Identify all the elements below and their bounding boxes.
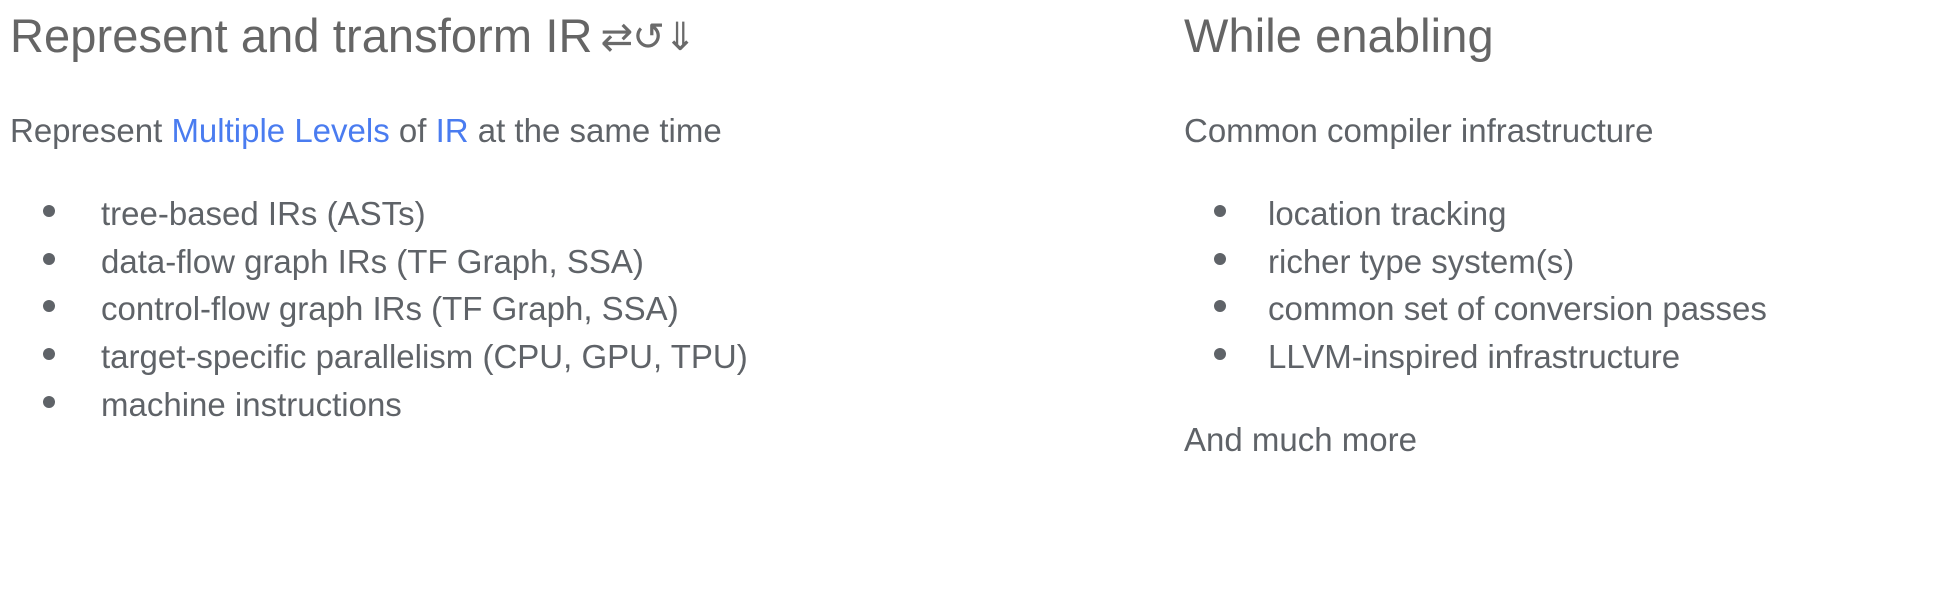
- bullet-dot-icon: [43, 348, 55, 361]
- bullet-dot-icon: [43, 300, 55, 313]
- bullet-dot-icon: [43, 396, 55, 409]
- list-item-label: data-flow graph IRs (TF Graph, SSA): [101, 242, 644, 280]
- right-column: While enabling Common compiler infrastru…: [1157, 0, 1954, 459]
- list-item-label: control-flow graph IRs (TF Graph, SSA): [101, 290, 679, 328]
- right-bullet-list: location tracking richer type system(s) …: [1184, 190, 1954, 381]
- bullet-dot-icon: [1214, 252, 1226, 265]
- list-item-label: location tracking: [1268, 194, 1507, 232]
- list-item-label: target-specific parallelism (CPU, GPU, T…: [101, 338, 748, 376]
- left-column: Represent and transform IR⇄↺⇓ Represent …: [0, 0, 1157, 429]
- list-item: machine instructions: [10, 381, 1157, 429]
- left-intro-part3: at the same time: [468, 112, 722, 150]
- left-intro-part1: Represent: [10, 112, 172, 150]
- list-item-label: machine instructions: [101, 386, 402, 424]
- list-item: target-specific parallelism (CPU, GPU, T…: [10, 333, 1157, 381]
- list-item-label: tree-based IRs (ASTs): [101, 194, 426, 232]
- list-item: control-flow graph IRs (TF Graph, SSA): [10, 285, 1157, 333]
- list-item: location tracking: [1184, 190, 1954, 238]
- transform-arrows-icon: ⇄↺⇓: [600, 15, 697, 60]
- left-intro-line: Represent Multiple Levels of IR at the s…: [10, 110, 1157, 151]
- list-item-label: richer type system(s): [1268, 242, 1575, 280]
- right-intro-line: Common compiler infrastructure: [1184, 112, 1654, 150]
- ir-link[interactable]: IR: [435, 112, 469, 150]
- left-heading-text: Represent and transform IR: [10, 9, 593, 62]
- list-item-label: LLVM-inspired infrastructure: [1268, 338, 1681, 376]
- bullet-dot-icon: [1214, 204, 1226, 217]
- right-closing-line: And much more: [1184, 421, 1417, 459]
- bullet-dot-icon: [43, 252, 55, 265]
- left-bullet-list: tree-based IRs (ASTs) data-flow graph IR…: [10, 190, 1157, 429]
- bullet-dot-icon: [1214, 300, 1226, 313]
- left-heading: Represent and transform IR⇄↺⇓: [10, 8, 1157, 63]
- list-item-label: common set of conversion passes: [1268, 290, 1767, 328]
- multiple-levels-link[interactable]: Multiple Levels: [171, 112, 390, 150]
- bullet-dot-icon: [1214, 348, 1226, 361]
- list-item: data-flow graph IRs (TF Graph, SSA): [10, 238, 1157, 286]
- list-item: richer type system(s): [1184, 238, 1954, 286]
- left-intro-part2: of: [389, 112, 436, 150]
- list-item: common set of conversion passes: [1184, 285, 1954, 333]
- bullet-dot-icon: [43, 204, 55, 217]
- list-item: LLVM-inspired infrastructure: [1184, 333, 1954, 381]
- list-item: tree-based IRs (ASTs): [10, 190, 1157, 238]
- right-heading: While enabling: [1184, 9, 1494, 62]
